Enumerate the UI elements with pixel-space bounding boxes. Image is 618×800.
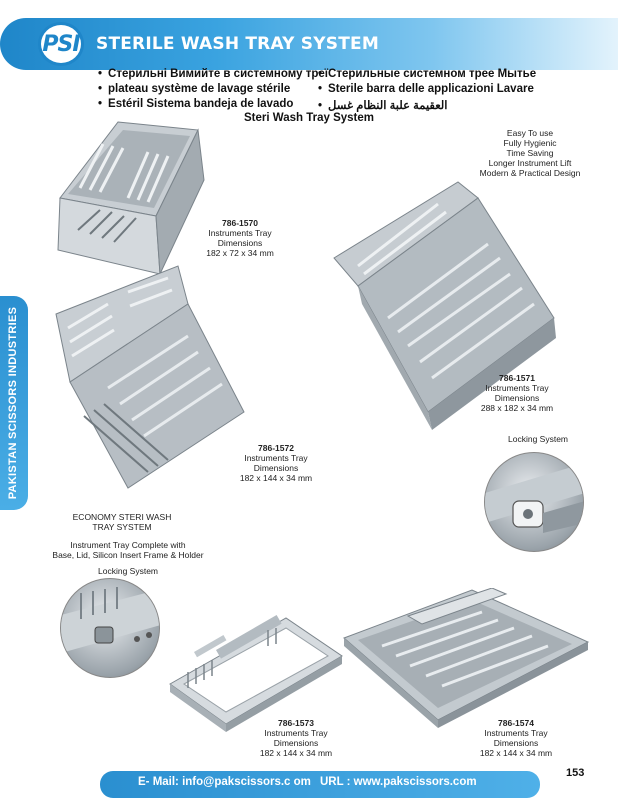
language-item-arabic: العقيمة علبة النظام غسل — [318, 98, 447, 112]
dimensions-label: Dimensions — [253, 463, 299, 473]
product-dimensions: 182 x 144 x 34 mm — [479, 748, 553, 758]
caption-1574: 786-1574 Instruments Tray Dimensions 182… — [466, 718, 566, 758]
economy-title-line1: ECONOMY STERI WASH — [72, 512, 172, 522]
page-title: STERILE WASH TRAY SYSTEM — [96, 34, 379, 54]
tray-1570-image — [57, 121, 205, 276]
economy-description-line2: Base, Lid, Silicon Insert Frame & Holder — [52, 550, 204, 560]
lock-detail-icon — [61, 587, 159, 653]
economy-title-line2: TRAY SYSTEM — [92, 522, 152, 532]
language-item-russian: Стерильные системном трее Мытье — [318, 68, 536, 80]
locking-system-label-2: Locking System — [98, 566, 158, 576]
tray-1572-image — [55, 265, 245, 489]
dimensions-label: Dimensions — [493, 738, 539, 748]
dimensions-label: Dimensions — [494, 393, 540, 403]
tray-1573-image — [169, 615, 343, 732]
lock-detail-icon — [485, 463, 583, 533]
product-code: 786-1574 — [498, 718, 534, 728]
feature-item: Easy To use — [506, 128, 554, 138]
product-name: Instruments Tray — [484, 728, 548, 738]
language-item-ukrainian: Стерильні Вимийте в системному треї — [98, 68, 328, 80]
side-tab-label: PAKISTAN SCISSORS INDUSTRIES — [7, 306, 19, 500]
product-code: 786-1570 — [222, 218, 258, 228]
product-name: Instruments Tray — [485, 383, 549, 393]
dimensions-label: Dimensions — [217, 238, 263, 248]
section-subtitle: Steri Wash Tray System — [244, 112, 374, 124]
product-dimensions: 288 x 182 x 34 mm — [480, 403, 554, 413]
product-name: Instruments Tray — [264, 728, 328, 738]
language-item-french: plateau système de lavage stérile — [98, 83, 290, 95]
locking-system-inset-2 — [60, 578, 160, 678]
locking-system-inset — [484, 452, 584, 552]
dimensions-label: Dimensions — [273, 738, 319, 748]
footer-url[interactable]: URL : www.pakscissors.com — [320, 776, 477, 788]
product-code: 786-1572 — [258, 443, 294, 453]
tray-1574-image — [343, 588, 590, 728]
caption-1571: 786-1571 Instruments Tray Dimensions 288… — [462, 373, 572, 413]
footer-email[interactable]: E- Mail: info@pakscissors.c om — [138, 776, 311, 788]
feature-item: Time Saving — [506, 148, 554, 158]
language-item-italian: Sterile barra delle applicazioni Lavare — [318, 83, 534, 95]
page-number: 153 — [566, 767, 585, 779]
language-item-spanish: Estéril Sistema bandeja de lavado — [98, 98, 293, 110]
feature-item: Longer Instrument Lift — [488, 158, 572, 168]
footer-bar — [100, 771, 540, 798]
side-tab: PAKISTAN SCISSORS INDUSTRIES — [0, 296, 28, 510]
caption-1572: 786-1572 Instruments Tray Dimensions 182… — [226, 443, 326, 483]
header-band — [0, 18, 618, 70]
product-dimensions: 182 x 144 x 34 mm — [259, 748, 333, 758]
economy-title: ECONOMY STERI WASH TRAY SYSTEM — [52, 512, 192, 532]
economy-description-line1: Instrument Tray Complete with — [70, 540, 186, 550]
tray-1571-image — [333, 181, 556, 430]
feature-item: Modern & Practical Design — [479, 168, 581, 178]
economy-description: Instrument Tray Complete with Base, Lid,… — [28, 540, 228, 560]
product-code: 786-1571 — [499, 373, 535, 383]
caption-1570: 786-1570 Instruments Tray Dimensions 182… — [190, 218, 290, 258]
company-logo: PSI — [38, 22, 84, 66]
product-dimensions: 182 x 144 x 34 mm — [239, 473, 313, 483]
product-name: Instruments Tray — [244, 453, 308, 463]
caption-1573: 786-1573 Instruments Tray Dimensions 182… — [246, 718, 346, 758]
product-dimensions: 182 x 72 x 34 mm — [206, 248, 274, 258]
product-code: 786-1573 — [278, 718, 314, 728]
feature-item: Fully Hygienic — [503, 138, 557, 148]
locking-system-label: Locking System — [508, 434, 568, 444]
product-name: Instruments Tray — [208, 228, 272, 238]
